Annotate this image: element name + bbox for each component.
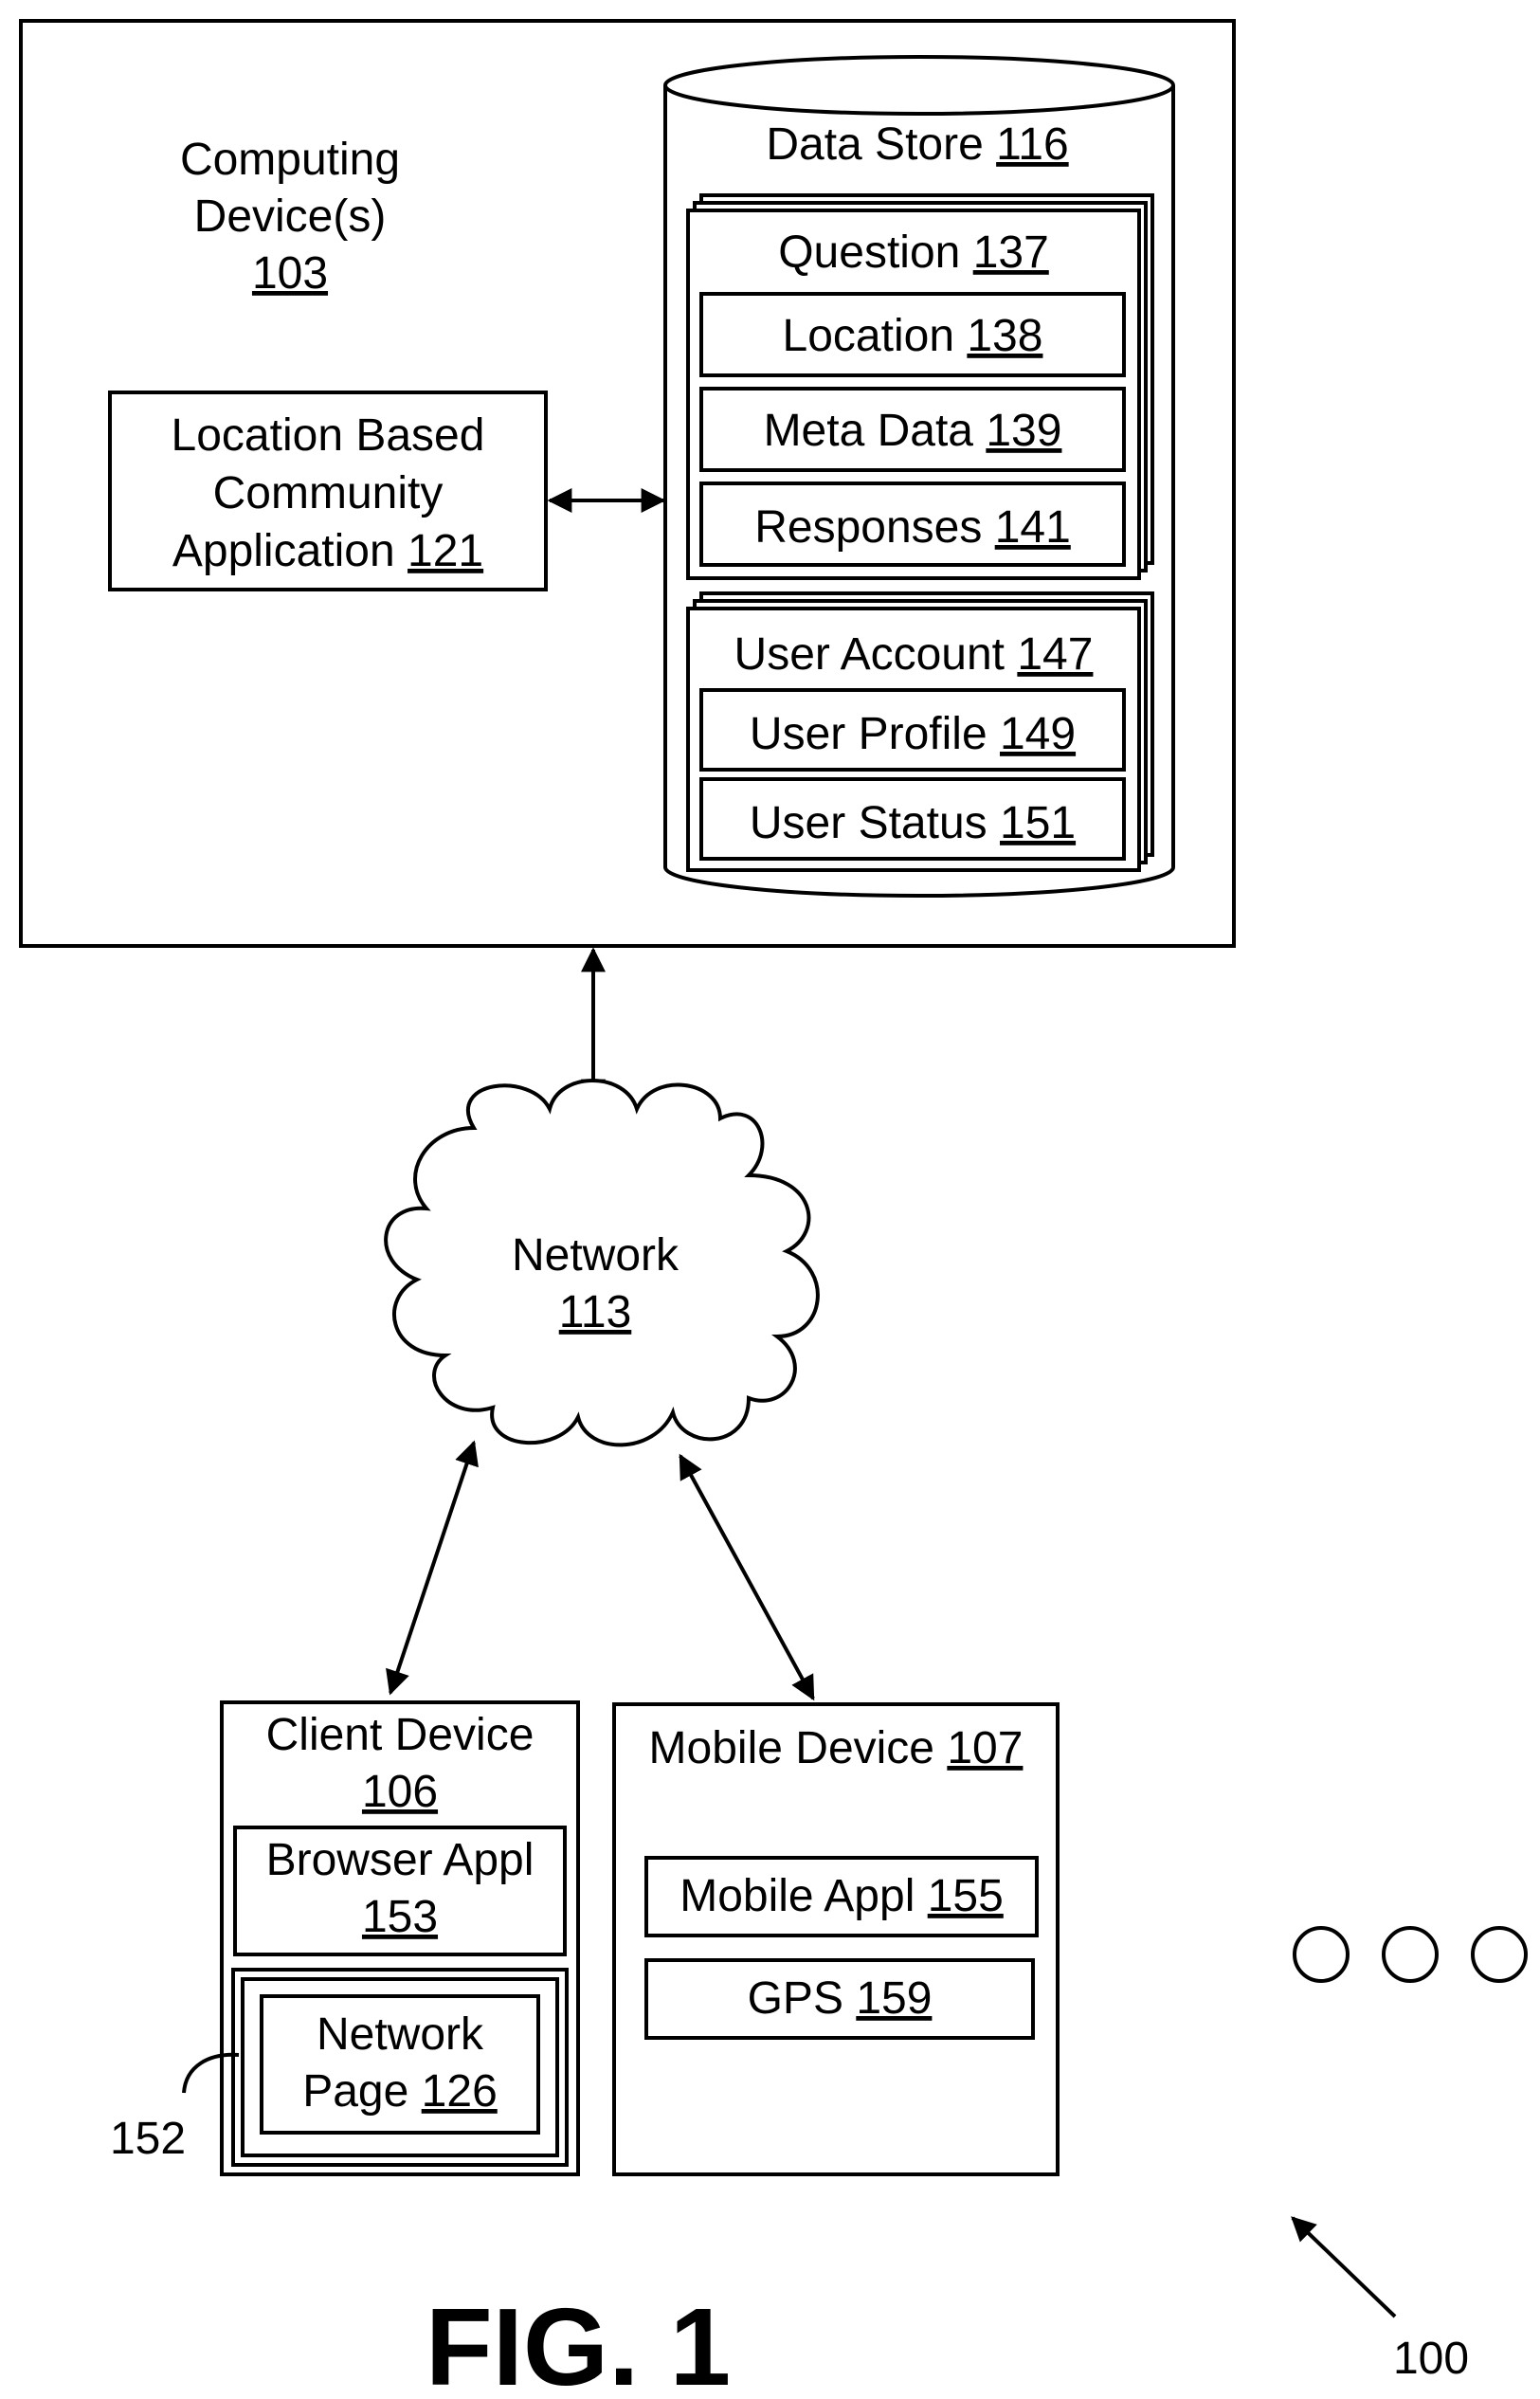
network-ref: 113 bbox=[559, 1287, 632, 1337]
network-page-label: Network bbox=[317, 2009, 484, 2060]
question-label: Question 137 bbox=[778, 227, 1049, 278]
data-store-label: Data Store 116 bbox=[766, 119, 1068, 170]
computing-device-label-1: Computing bbox=[180, 135, 400, 185]
mobile-device-label: Mobile Device 107 bbox=[649, 1723, 1024, 1773]
ellipsis-circle-3 bbox=[1473, 1928, 1526, 1981]
client-device-label: Client Device bbox=[266, 1710, 534, 1760]
network-client-arrow bbox=[390, 1443, 474, 1693]
mobile-appl-label: Mobile Appl 155 bbox=[679, 1871, 1004, 1921]
figure-label: FIG. 1 bbox=[426, 2285, 731, 2399]
data-store-top bbox=[665, 57, 1173, 114]
network-page-ref: Page 126 bbox=[302, 2066, 498, 2117]
responses-label: Responses 141 bbox=[754, 502, 1071, 553]
network-label: Network bbox=[512, 1230, 679, 1281]
user-account-label: User Account 147 bbox=[734, 629, 1094, 680]
gps-label: GPS 159 bbox=[748, 1973, 933, 2024]
ellipsis-circle-2 bbox=[1384, 1928, 1437, 1981]
lbca-label-1: Location Based bbox=[172, 410, 485, 461]
callout-152-label: 152 bbox=[110, 2114, 186, 2164]
location-label: Location 138 bbox=[783, 311, 1043, 361]
lbca-label-2: Community bbox=[213, 468, 444, 518]
user-status-label: User Status 151 bbox=[750, 798, 1076, 848]
user-profile-label: User Profile 149 bbox=[750, 709, 1076, 759]
system-ref-label: 100 bbox=[1393, 2334, 1469, 2384]
client-device-ref: 106 bbox=[362, 1767, 438, 1817]
computing-device-label-2: Device(s) bbox=[194, 191, 387, 242]
system-ref-arrow bbox=[1293, 2218, 1395, 2317]
lbca-label-3: Application 121 bbox=[172, 526, 483, 576]
meta-data-label: Meta Data 139 bbox=[764, 406, 1062, 456]
ellipsis-circle-1 bbox=[1295, 1928, 1348, 1981]
browser-appl-ref: 153 bbox=[362, 1892, 438, 1942]
browser-appl-label: Browser Appl bbox=[266, 1835, 534, 1885]
mobile-device-box bbox=[614, 1704, 1058, 2174]
network-mobile-arrow bbox=[680, 1456, 813, 1699]
computing-device-ref: 103 bbox=[252, 248, 328, 299]
